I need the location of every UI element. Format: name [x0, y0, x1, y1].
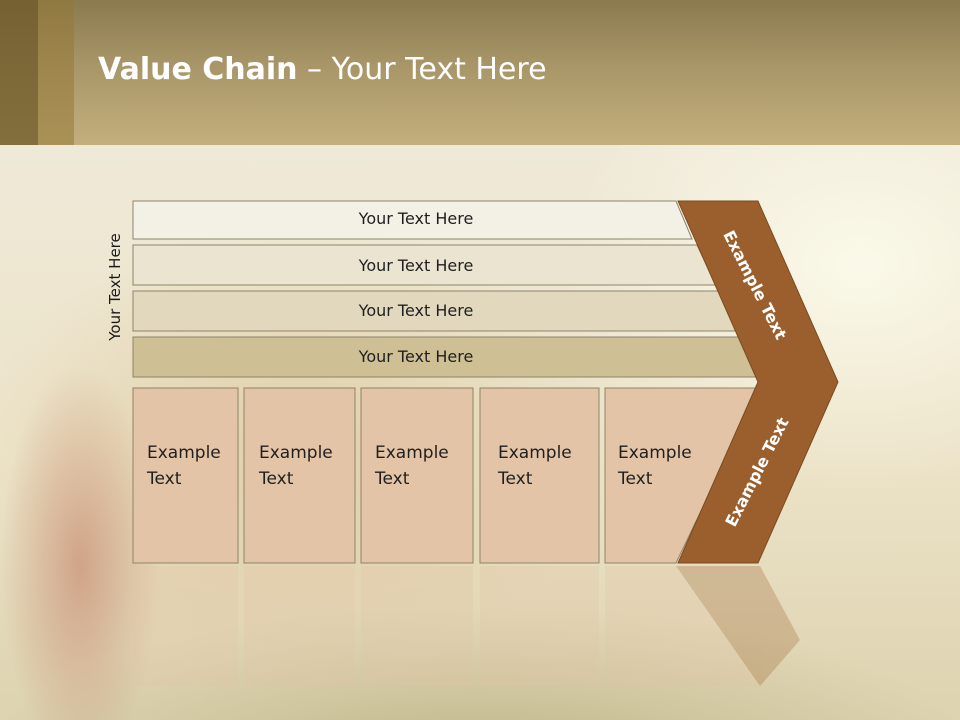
activity-box-4 — [479, 387, 600, 564]
slide-title-bold: Value Chain — [98, 52, 298, 87]
activity-box-label-5: Example Text — [618, 440, 718, 492]
activity-box-line2: Text — [259, 469, 294, 489]
activity-box-line2: Text — [375, 469, 410, 489]
side-label: Your Text Here — [106, 233, 124, 341]
margin-chevron — [677, 200, 839, 564]
activity-box-label-4: Example Text — [498, 440, 598, 492]
activity-box-line1: Example — [498, 443, 572, 463]
activity-box-line1: Example — [375, 443, 449, 463]
activity-box-2 — [243, 387, 356, 564]
title-bar-accent-strip — [38, 0, 74, 145]
activity-box-3 — [360, 387, 474, 564]
title-bar — [0, 0, 960, 145]
activity-box-line1: Example — [147, 443, 221, 463]
reflection — [133, 566, 800, 686]
row-label-2: Your Text Here — [358, 256, 474, 275]
activity-box-5 — [604, 387, 761, 564]
activity-box-label-2: Example Text — [259, 440, 359, 492]
title-bar-accent-strip — [0, 0, 38, 145]
activity-box-line2: Text — [618, 469, 653, 489]
row-label-3: Your Text Here — [358, 301, 474, 320]
slide-title-rest: – Your Text Here — [297, 52, 547, 87]
activity-box-label-1: Example Text — [147, 440, 247, 492]
row-label-1: Your Text Here — [358, 209, 474, 228]
row-label-4: Your Text Here — [358, 347, 474, 366]
activity-box-line2: Text — [147, 469, 182, 489]
activity-box-line1: Example — [618, 443, 692, 463]
activity-box-label-3: Example Text — [375, 440, 475, 492]
slide-title: Value Chain – Your Text Here — [98, 52, 547, 87]
activity-box-1 — [132, 387, 239, 564]
activity-box-line1: Example — [259, 443, 333, 463]
activity-box-line2: Text — [498, 469, 533, 489]
row-band-1 — [132, 200, 693, 240]
